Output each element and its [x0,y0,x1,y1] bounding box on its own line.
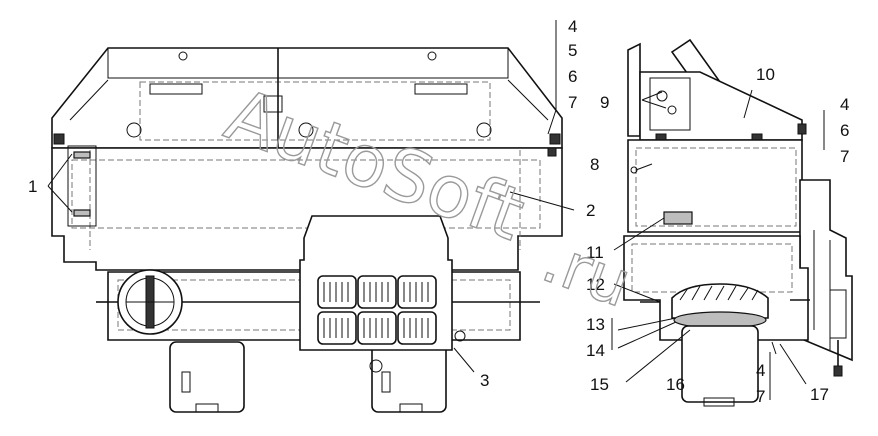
callout-8: 8 [590,155,599,174]
front-view [47,20,575,413]
callout-9: 9 [600,93,609,112]
side-view [611,38,853,407]
callout-labels: 4 5 6 7 1 2 3 9 10 4 6 7 8 11 12 13 14 1… [28,17,849,406]
callout-2: 2 [586,201,595,220]
callout-13: 13 [586,315,605,334]
callout-16: 16 [666,375,685,394]
callout-6-side: 6 [840,121,849,140]
callout-14: 14 [586,341,605,360]
callout-11: 11 [586,243,604,262]
callout-7-side: 7 [840,147,849,166]
callout-4-side: 4 [840,95,849,114]
callout-5: 5 [568,41,577,60]
callout-12: 12 [586,275,605,294]
callout-4-top: 4 [568,17,577,36]
callout-3: 3 [480,371,489,390]
callout-15: 15 [590,375,609,394]
grille-vents [317,275,437,345]
callout-4-bottom: 4 [756,361,765,380]
callout-7-top: 7 [568,93,577,112]
callout-1: 1 [28,177,37,196]
callout-17: 17 [810,385,829,404]
callout-6-top: 6 [568,67,577,86]
callout-7-bottom: 7 [756,387,765,406]
callout-10: 10 [756,65,775,84]
